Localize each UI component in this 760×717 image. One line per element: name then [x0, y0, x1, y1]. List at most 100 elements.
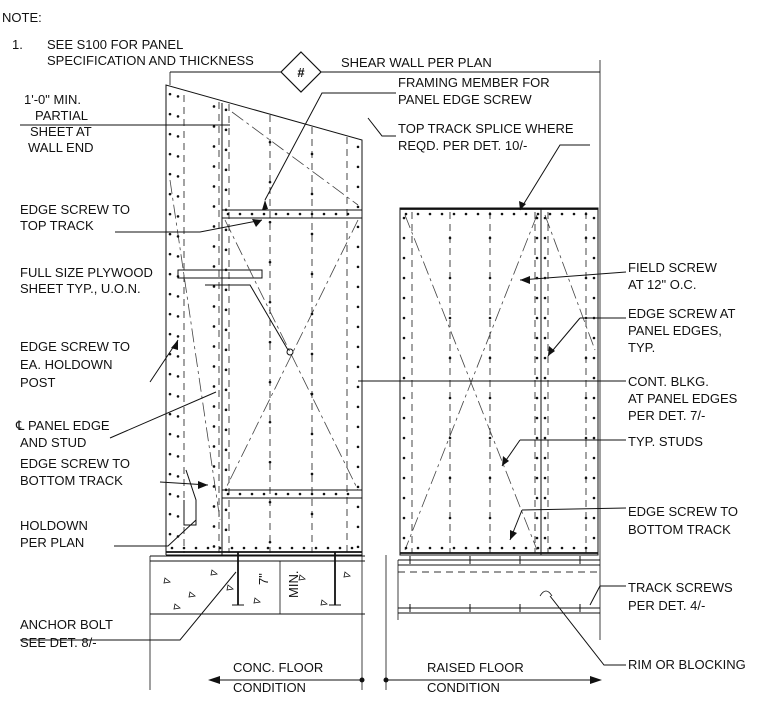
screw-dot — [176, 375, 180, 378]
screw-dot — [535, 296, 539, 300]
screw-dot — [346, 212, 350, 216]
callout-line: PER DET. 7/- — [628, 408, 705, 423]
screw-dot — [212, 525, 216, 528]
callout-line: CONT. BLKG. — [628, 374, 709, 389]
screw-dot — [543, 416, 547, 420]
screw-dot — [176, 355, 180, 358]
screw-dot — [535, 396, 539, 400]
aggregate-mark — [253, 597, 261, 604]
screw-dot — [266, 546, 270, 550]
screw-dot — [592, 296, 596, 300]
screw-dot — [543, 536, 547, 540]
leader-panel-edge-stud — [109, 391, 217, 439]
screw-dot — [592, 536, 596, 540]
screw-dot — [262, 212, 266, 216]
screw-dot — [440, 212, 444, 216]
screw-dot — [488, 516, 492, 520]
screw-dot — [212, 125, 216, 128]
screw-dot — [310, 512, 314, 516]
screw-dot — [176, 275, 180, 278]
screw-dot — [168, 412, 172, 416]
screw-dot — [212, 265, 216, 268]
screw-dot — [543, 516, 547, 520]
screw-dot — [224, 188, 228, 192]
screw-dot — [356, 225, 360, 229]
screw-dot — [488, 476, 492, 480]
screw-dot — [448, 276, 452, 280]
screw-dot — [224, 308, 228, 312]
aggregate-mark — [343, 571, 351, 578]
screw-dot — [535, 376, 539, 380]
screw-dot — [212, 445, 216, 448]
note-item-line-2: SPECIFICATION AND THICKNESS — [47, 53, 254, 68]
screw-dot — [356, 145, 360, 149]
screw-dot — [268, 460, 272, 464]
screw-dot — [584, 546, 588, 550]
screw-dot — [238, 212, 242, 216]
screw-dot — [224, 148, 228, 152]
screw-dot — [268, 220, 272, 224]
callout-rim-blocking: RIM OR BLOCKING — [628, 657, 746, 672]
arrowhead — [208, 676, 220, 684]
screw-dot — [212, 505, 216, 508]
screw-dot — [242, 546, 246, 550]
screw-dot — [402, 476, 406, 480]
callout-typ-studs: TYP. STUDS — [628, 434, 703, 449]
screw-dot — [402, 336, 406, 340]
tag-diamond — [280, 51, 322, 93]
aggregate-mark — [188, 591, 196, 598]
screw-dot — [212, 305, 216, 308]
screw-dot — [224, 428, 228, 432]
callout-line: AND STUD — [20, 435, 86, 450]
screw-dot — [512, 546, 516, 550]
screw-dot — [543, 456, 547, 460]
screw-dot — [310, 192, 314, 196]
screw-dot — [402, 496, 406, 500]
screw-dot — [168, 472, 172, 476]
screw-dot — [592, 396, 596, 400]
callout-line: TYP. STUDS — [628, 434, 703, 449]
screw-dot — [212, 325, 216, 328]
right-wall-screw-dots — [402, 212, 596, 550]
screw-dot — [168, 252, 172, 256]
screw-dot — [356, 505, 360, 509]
leader-top-track-splice — [367, 117, 396, 137]
leader-field-screw — [519, 271, 627, 281]
screw-dot — [212, 105, 216, 108]
callout-line: TOP TRACK — [20, 218, 94, 233]
arrowhead — [510, 530, 517, 540]
screw-dot — [356, 525, 360, 529]
screw-dot — [268, 300, 272, 304]
screw-dot — [168, 512, 172, 516]
callout-track-screws: TRACK SCREWS PER DET. 4/- — [628, 580, 736, 613]
screw-dot — [404, 212, 408, 216]
screw-dot — [168, 292, 172, 296]
callout-field-screw: FIELD SCREW AT 12" O.C. — [628, 260, 720, 292]
arrowhead — [590, 676, 602, 684]
screw-dot — [224, 108, 228, 112]
screw-dot — [592, 516, 596, 520]
screw-dot — [212, 365, 216, 368]
condition-labels: CONC. FLOOR CONDITION RAISED FLOOR CONDI… — [208, 660, 602, 695]
screw-dot — [535, 236, 539, 240]
aggregate-mark — [320, 599, 328, 606]
arrowhead — [519, 201, 526, 210]
screw-dot — [176, 175, 180, 178]
screw-dot — [356, 465, 360, 469]
mid-blocking — [177, 269, 263, 279]
screw-dot — [584, 476, 588, 480]
note-heading: NOTE: — [2, 10, 42, 25]
screw-dot — [168, 312, 172, 316]
screw-dot — [212, 465, 216, 468]
screw-dot — [212, 485, 216, 488]
screw-dot — [350, 546, 354, 550]
screw-dot — [536, 212, 540, 216]
screw-dot — [268, 180, 272, 184]
screw-dot — [402, 416, 406, 420]
screw-dot — [452, 212, 456, 216]
screw-dot — [224, 408, 228, 412]
screw-dot — [224, 288, 228, 292]
screw-dot — [402, 296, 406, 300]
screw-dot — [176, 515, 180, 518]
screw-dot — [592, 216, 596, 220]
